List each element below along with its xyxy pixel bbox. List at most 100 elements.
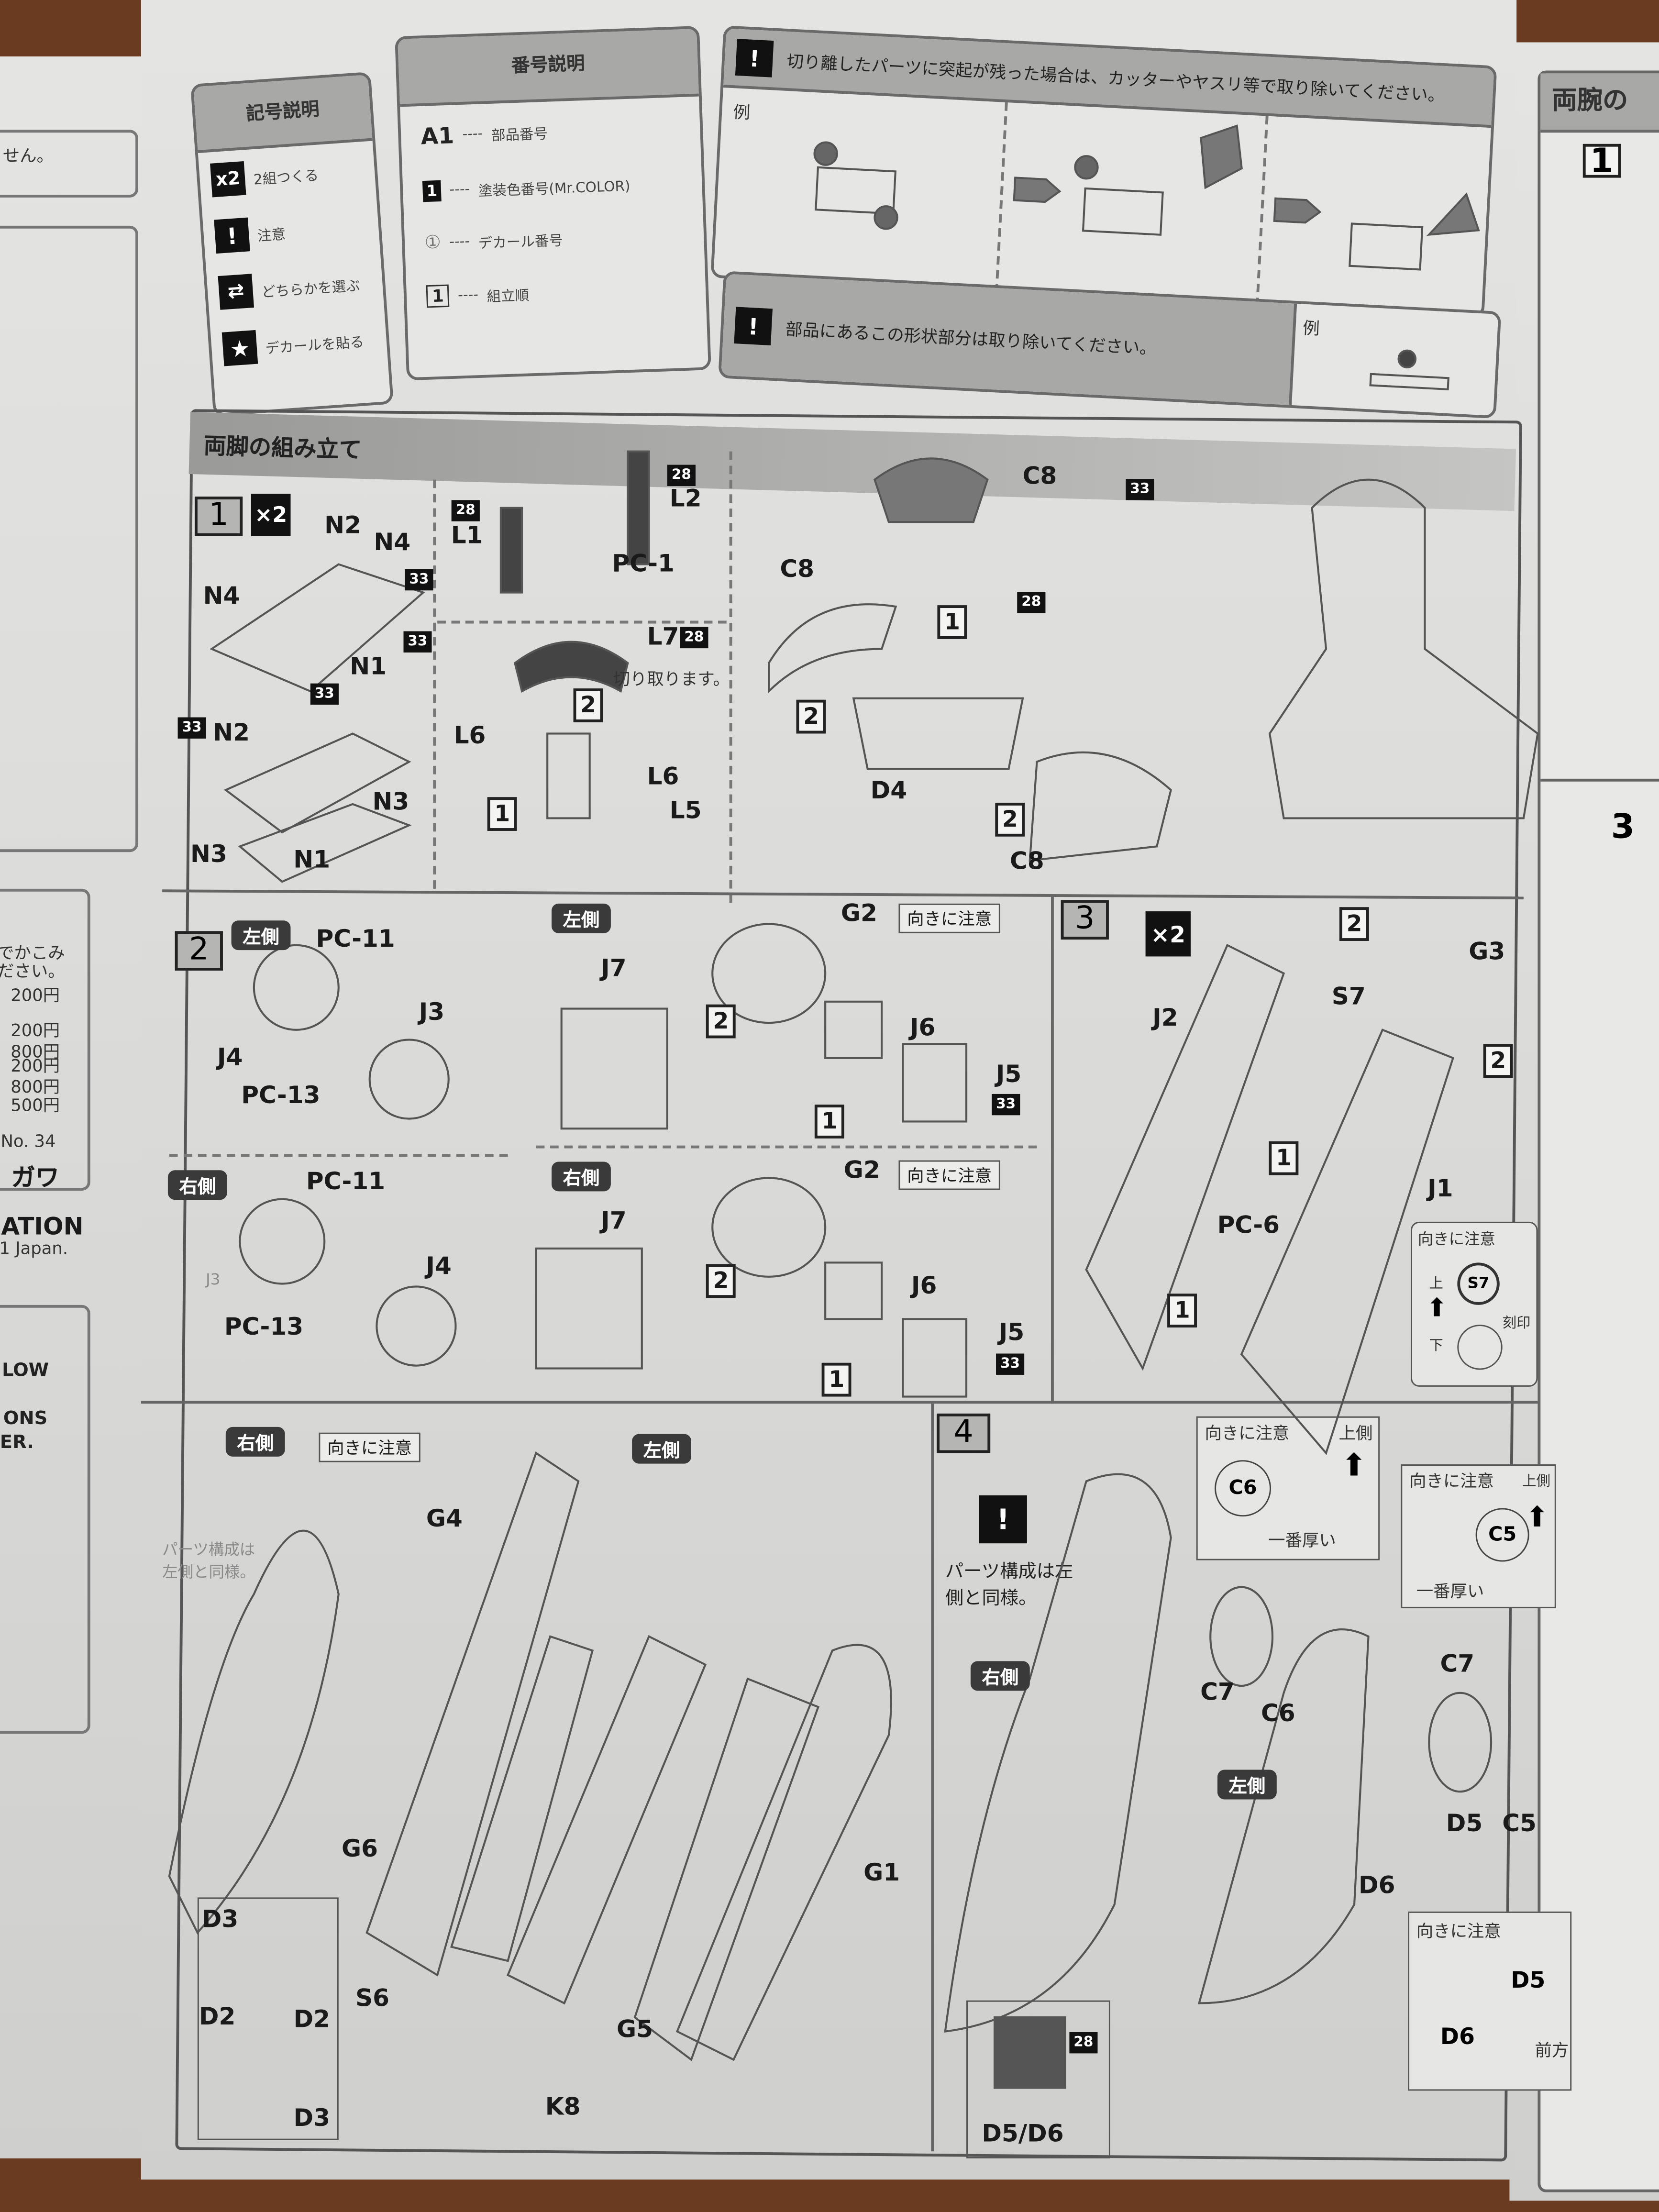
part-label: N2 [213, 719, 250, 748]
inset-thick: 一番厚い [1268, 1530, 1336, 1550]
inset-thick: 一番厚い [1416, 1581, 1484, 1602]
part-label: D5/D6 [982, 2120, 1064, 2149]
paint-color-code: 28 [1069, 2032, 1098, 2054]
part-label: 200円 [11, 1020, 60, 1040]
d5-d6-detail-box [966, 2000, 1110, 2158]
part-label: C7 [1200, 1679, 1235, 1707]
part-label: G1 [863, 1859, 900, 1888]
right-page-frame: 両腕の 1 3 [1537, 70, 1659, 2192]
part-label: 200円 [11, 1056, 60, 1076]
part-label: G2 [843, 1157, 880, 1185]
part-label: C6 [1261, 1700, 1295, 1728]
side-tag: 左側 [1217, 1770, 1277, 1800]
x2-icon: ×2 [1145, 911, 1191, 957]
step4-note: パーツ構成は左側と同様。 [945, 1561, 1073, 1610]
part-label: PC-13 [241, 1082, 321, 1110]
paint-color-code: 33 [992, 1094, 1020, 1116]
part-label: L1 [451, 522, 483, 551]
part-label: N3 [372, 788, 409, 817]
part-label: J1 [1427, 1175, 1453, 1204]
part-label: N3 [190, 841, 227, 869]
orientation-note: 向きに注意 [319, 1432, 420, 1462]
part-label: D2 [199, 2003, 236, 2032]
inset-title: 向きに注意 [1416, 1921, 1501, 1941]
part-label: N4 [374, 529, 411, 557]
paint-color-code: 33 [403, 631, 432, 653]
part-label: N2 [324, 512, 362, 541]
inset-title: 向きに注意 [1205, 1423, 1290, 1443]
part-label: 11 Japan. [0, 1239, 68, 1259]
part-label: ださい。 [0, 961, 65, 982]
inset-down: 下 [1429, 1338, 1443, 1355]
arrow-up-icon: ⬆ [1341, 1449, 1367, 1484]
assembly-order-number: 2 [706, 1264, 736, 1298]
part-label: K8 [545, 2093, 581, 2122]
part-label: PC-6 [1217, 1212, 1280, 1240]
c6-orientation-inset: 向きに注意 上側 C6 ⬆ 一番厚い [1196, 1416, 1380, 1560]
part-label: ONS [3, 1408, 48, 1430]
paint-color-code: 28 [1017, 592, 1046, 613]
part-label: PC-13 [224, 1313, 304, 1342]
inset-part: S7 [1457, 1262, 1500, 1305]
inset-part: C5 [1475, 1508, 1529, 1562]
part-label: N1 [350, 653, 387, 682]
part-label: J2 [1152, 1004, 1178, 1033]
part-label: ガワ [11, 1164, 59, 1193]
part-label: でかこみ [0, 943, 65, 963]
right-step-3: 3 [1611, 807, 1635, 847]
part-label: 500円 [11, 1095, 60, 1116]
step-number-1: 1 [194, 497, 243, 536]
note-remove-shape: ! 部品にあるこの形状部分は取り除いてください。 例 [718, 271, 1502, 419]
side-tag: 左側 [231, 920, 291, 951]
part-label: J5 [998, 1319, 1025, 1348]
part-label: 200円 [11, 985, 60, 1006]
part-label: D3 [293, 2104, 330, 2133]
part-label: S6 [355, 1985, 390, 2013]
assembly-order-number: 1 [487, 797, 518, 831]
part-label: D5 [1446, 1810, 1483, 1838]
part-label: せん。 [2, 146, 54, 166]
part-label: G4 [426, 1505, 463, 1534]
note-remove-nubs: ! 切り離したパーツに突起が残った場合は、カッターやヤスリ等で取り除いてください… [710, 25, 1497, 318]
side-tag: 右側 [970, 1661, 1030, 1691]
assembly-order-number: 1 [821, 1362, 852, 1397]
assembly-order-number: 2 [796, 699, 826, 734]
part-label: J5 [995, 1061, 1022, 1089]
part-label: J7 [601, 1207, 627, 1236]
part-label: PC-1 [612, 550, 675, 579]
part-label: N4 [203, 582, 240, 611]
part-label: C8 [1022, 463, 1057, 491]
part-label: C5 [1502, 1810, 1537, 1838]
inset-part: C6 [1215, 1460, 1272, 1517]
part-label: J3 [419, 998, 445, 1027]
step3-orientation-inset: 向きに注意 上 ⬆ 下 S7 刻印 [1411, 1221, 1538, 1387]
part-label: C8 [780, 555, 815, 584]
paint-color-code: 28 [667, 465, 696, 486]
inset-part: D6 [1440, 2023, 1475, 2050]
paint-color-code: 33 [310, 683, 339, 705]
side-tag: 右側 [552, 1161, 611, 1192]
step-number-3: 3 [1061, 900, 1109, 940]
assembly-order-number: 1 [814, 1105, 845, 1139]
assembly-order-number: 1 [1269, 1141, 1299, 1175]
side-tag: 右側 [167, 1170, 227, 1200]
part-label: L7 [647, 623, 679, 652]
inset-title: 向きに注意 [1417, 1230, 1495, 1249]
paint-color-code: 33 [405, 569, 433, 591]
inset-up: 上 [1429, 1276, 1443, 1293]
assembly-order-number: 1 [1167, 1294, 1197, 1328]
side-tag: 左側 [632, 1434, 692, 1464]
step-number-2: 2 [175, 931, 223, 971]
part-label: G5 [617, 2016, 653, 2045]
part-label: L6 [453, 722, 486, 751]
c5-orientation-inset: 向きに注意 上側 C5 ⬆ 一番厚い [1401, 1464, 1556, 1608]
part-label: D3 [201, 1906, 239, 1935]
assembly-order-number: 2 [1339, 907, 1370, 941]
gate-shape-illustration [1369, 349, 1449, 391]
part-label: J3 [206, 1270, 221, 1289]
d-orientation-inset: 向きに注意 D5 D6 [1408, 1911, 1572, 2091]
part-label: D4 [870, 777, 907, 806]
part-label: S7 [1331, 983, 1366, 1012]
orientation-note: 向きに注意 [898, 1160, 1000, 1190]
